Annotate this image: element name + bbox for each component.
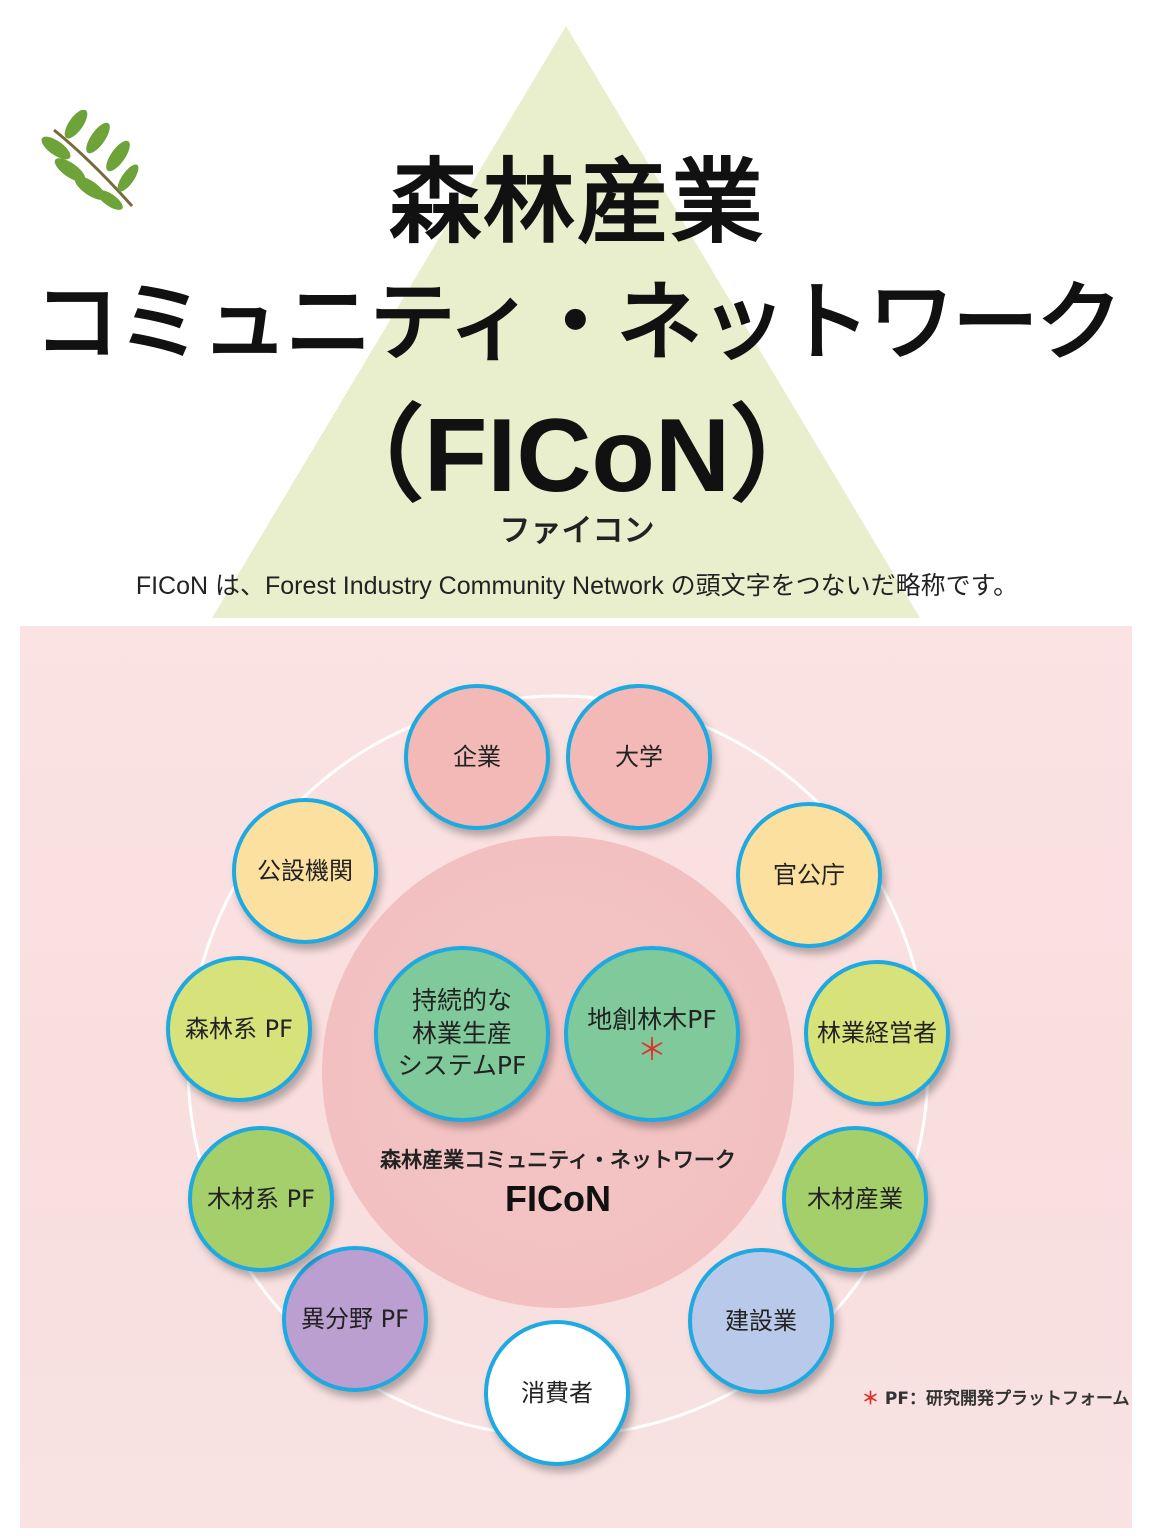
description: FICoN は、Forest Industry Community Networ… — [135, 572, 1019, 600]
title-line-2: コミュニティ・ネットワーク — [33, 272, 1123, 373]
title-reading: ファイコン — [499, 513, 655, 549]
triangle-background — [212, 26, 920, 618]
inner-node-line: 地創林木PF — [587, 1005, 717, 1035]
inner-node-line: 持続的な — [411, 986, 512, 1016]
outer-node-label: 森林系 PF — [185, 1014, 293, 1043]
title-line-3: （FICoN） — [319, 398, 835, 514]
outer-node-label: 官公庁 — [773, 860, 845, 889]
inner-node-line: システムPF — [397, 1051, 527, 1081]
footnote-asterisk: ＊ — [862, 1389, 879, 1409]
outer-node-label: 大学 — [615, 742, 663, 771]
outer-node-universities: 大学 — [566, 684, 712, 830]
footnote-text: PF：研究開発プラットフォーム — [884, 1389, 1130, 1409]
outer-node-label: 公設機関 — [257, 856, 353, 885]
outer-node-construction: 建設業 — [688, 1248, 834, 1394]
asterisk-mark: ＊ — [637, 1032, 667, 1068]
inner-node-local-forest-pf: 地創林木PF ＊ — [564, 946, 740, 1122]
inner-node-line: 林業生産 — [411, 1018, 512, 1048]
center-label: 森林産業コミュニティ・ネットワーク — [380, 1148, 736, 1172]
outer-node-government: 官公庁 — [736, 802, 882, 948]
center-name: FICoN — [505, 1178, 611, 1219]
leaf-icon — [41, 110, 139, 210]
outer-node-forest-pf: 森林系 PF — [166, 956, 312, 1102]
outer-node-companies: 企業 — [404, 684, 550, 830]
outer-node-label: 林業経営者 — [817, 1018, 937, 1047]
inner-node-sustainable-forestry-pf: 持続的な 林業生産 システムPF — [374, 946, 550, 1122]
outer-node-other-field-pf: 異分野 PF — [282, 1246, 428, 1392]
outer-node-public-institutions: 公設機関 — [232, 798, 378, 944]
outer-node-label: 木材産業 — [807, 1184, 903, 1213]
outer-node-label: 建設業 — [725, 1306, 797, 1335]
ficon-diagram: 持続的な 林業生産 システムPF 地創林木PF ＊ 森林産業コミュニティ・ネット… — [20, 626, 1132, 1528]
title-line-1: 森林産業 — [388, 148, 765, 256]
outer-node-wood-industry: 木材産業 — [782, 1126, 928, 1272]
outer-node-label: 消費者 — [521, 1378, 593, 1407]
outer-node-forest-managers: 林業経営者 — [804, 960, 950, 1106]
outer-node-label: 木材系 PF — [207, 1184, 315, 1213]
outer-node-consumers: 消費者 — [484, 1320, 630, 1466]
outer-node-label: 企業 — [453, 742, 501, 771]
outer-node-wood-pf: 木材系 PF — [188, 1126, 334, 1272]
outer-node-label: 異分野 PF — [301, 1304, 409, 1333]
footnote: ＊ PF：研究開発プラットフォーム — [862, 1384, 1129, 1409]
